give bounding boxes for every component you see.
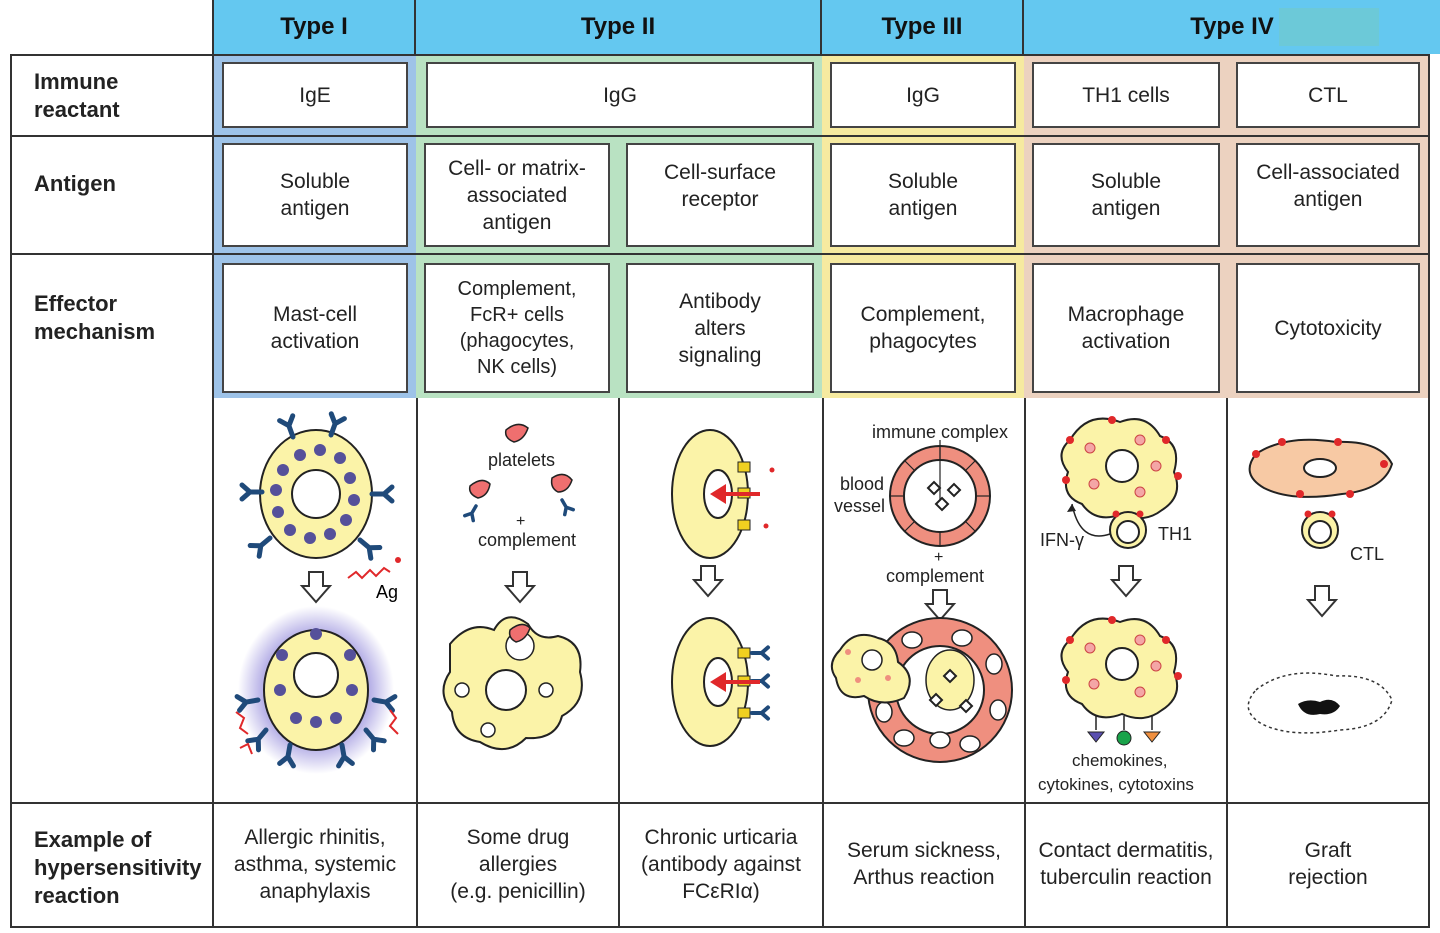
grid-line (10, 926, 1430, 928)
grid-line (1428, 54, 1430, 928)
dead-cell-icon (1247, 672, 1393, 734)
header-type-2-label: Type II (580, 13, 656, 40)
antigen-type-2b: Cell-surface receptor (626, 143, 814, 247)
effector-type-3: Complement, phagocytes (830, 263, 1016, 393)
header-type-1-label: Type I (280, 13, 348, 40)
label-immune-complex: immune complex (872, 422, 1008, 442)
header-type-2: Type II (416, 0, 822, 54)
antigen-type-4b: Cell-associated antigen (1236, 143, 1420, 247)
example-type-4b: Graft rejection (1288, 839, 1368, 889)
platelets-icon (463, 423, 575, 523)
effector-type-2a: Complement, FcR+ cells (phagocytes, NK c… (424, 263, 610, 393)
row-label-example: Example of hypersensitivity reaction (34, 827, 202, 908)
row-label-effector: Effector mechanism (34, 291, 156, 344)
header-type-3-label: Type III (881, 13, 963, 40)
effector-type-1: Mast-cell activation (222, 263, 408, 393)
grid-line (416, 398, 418, 928)
header-type-4-label: Type IV (1190, 13, 1274, 40)
example-type-2b: Chronic urticaria (antibody against FCεR… (641, 825, 801, 903)
label-blood: blood (840, 474, 884, 494)
effector-type-4b: Cytotoxicity (1236, 263, 1420, 393)
label-cytokines: cytokines, cytotoxins (1038, 775, 1194, 794)
reactant-type-3: IgG (830, 62, 1016, 128)
header-type-3: Type III (822, 0, 1024, 54)
label-platelets: platelets (488, 450, 555, 470)
label-ctl: CTL (1350, 544, 1384, 564)
blood-vessel-icon (889, 440, 991, 547)
reactant-type-2-text: IgG (603, 83, 637, 107)
reactant-type-4-ctl: CTL (1236, 62, 1420, 128)
reactant-type-1-text: IgE (299, 83, 331, 107)
row-label-immune-reactant: Immune reactant (34, 69, 120, 122)
reactant-type-1: IgE (222, 62, 408, 128)
activated-macrophage-icon (1060, 616, 1182, 746)
example-type-1: Allergic rhinitis, asthma, systemic anap… (233, 825, 397, 903)
label-plus-1: + (516, 513, 525, 530)
antigen-type-4a: Soluble antigen (1032, 143, 1220, 247)
target-cell-icon (1248, 438, 1394, 549)
example-type-4a: Contact dermatitis, tuberculin reaction (1038, 839, 1214, 889)
grid-line (1024, 398, 1026, 928)
label-plus-2: + (934, 549, 943, 566)
reactant-type-2: IgG (426, 62, 814, 128)
label-th1: TH1 (1158, 524, 1192, 544)
grid-line (822, 398, 824, 928)
label-chemokines: chemokines, (1072, 751, 1167, 770)
label-vessel: vessel (834, 496, 885, 516)
label-complement-2: complement (886, 566, 984, 586)
antigen-type-3: Soluble antigen (830, 143, 1016, 247)
effector-type-2b: Antibody alters signaling (626, 263, 814, 393)
receptor-cell-icon (671, 429, 775, 559)
macrophage-icon (1060, 416, 1182, 549)
reactant-type-4-th1: TH1 cells (1032, 62, 1220, 128)
label-ag: Ag (376, 582, 398, 602)
grid-line (212, 0, 214, 928)
antigen-type-1: Soluble antigen (222, 143, 408, 247)
phagocyte-icon (442, 616, 583, 750)
mast-cell-icon (242, 414, 401, 580)
receptor-antibody-cell-icon (671, 617, 768, 747)
reactant-type-4-ctl-text: CTL (1308, 83, 1348, 107)
reactant-type-4-th1-text: TH1 cells (1082, 83, 1170, 107)
grid-line (10, 802, 1430, 804)
example-type-2a: Some drug allergies (e.g. penicillin) (450, 825, 586, 903)
label-ifn: IFN-γ (1040, 530, 1084, 550)
grid-line (1226, 398, 1228, 928)
effector-type-4a: Macrophage activation (1032, 263, 1220, 393)
example-type-3: Serum sickness, Arthus reaction (846, 839, 1002, 889)
antigen-type-2a: Cell- or matrix- associated antigen (424, 143, 610, 247)
header-highlight-patch (1279, 8, 1379, 46)
damaged-vessel-icon (830, 617, 1013, 763)
grid-line (618, 398, 620, 928)
grid-line (10, 135, 1430, 137)
grid-line (10, 54, 12, 928)
header-type-1: Type I (212, 0, 416, 54)
grid-line (10, 253, 1430, 255)
reactant-type-3-text: IgG (906, 83, 940, 107)
grid-line (10, 54, 1430, 56)
label-complement-1: complement (478, 530, 576, 550)
row-label-antigen: Antigen (34, 171, 116, 196)
header-type-4: Type IV (1024, 0, 1440, 54)
degranulated-mast-cell-icon (236, 606, 399, 774)
